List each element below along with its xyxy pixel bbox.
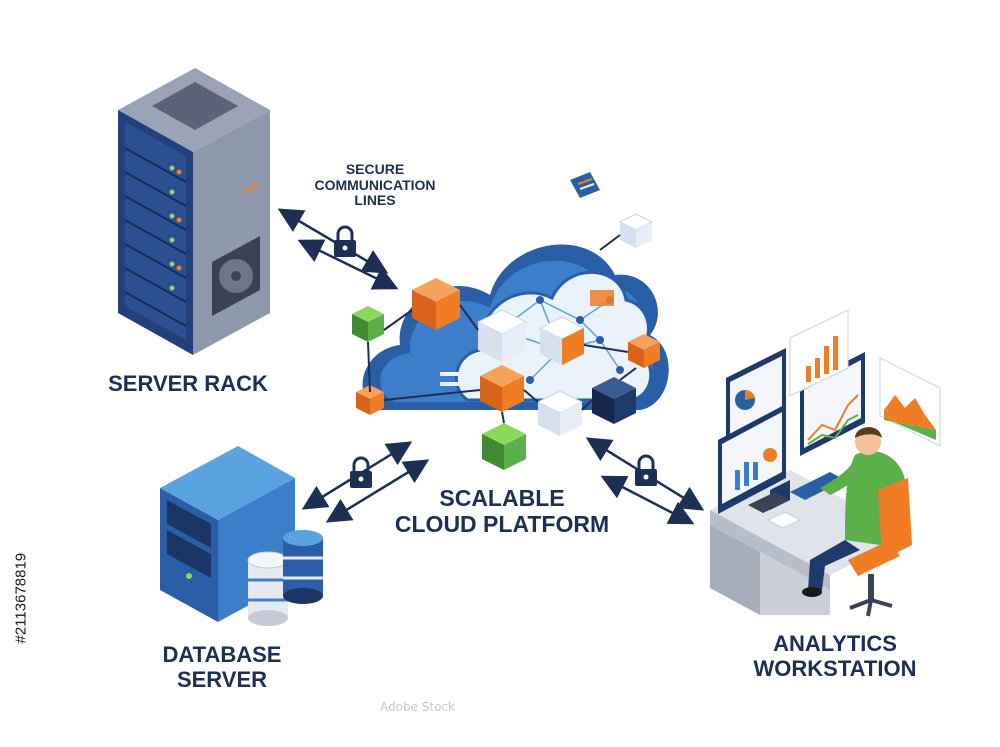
secure-connection-rack (277, 208, 399, 290)
cloud-platform-label-line: CLOUD PLATFORM (394, 510, 610, 537)
cube-green-bottom (482, 423, 526, 470)
analytics-workstation-label-line: ANALYTICS (773, 631, 897, 656)
server-rack-label: SERVER RACK (108, 371, 268, 396)
database-stack-icon (247, 530, 323, 626)
secure-lines-label-line: SECURE (345, 161, 405, 177)
cube-green-left (352, 306, 384, 342)
cube-white-center (476, 309, 528, 362)
lock-icon (635, 454, 657, 486)
lock-icon (350, 456, 372, 488)
cube-white-right (538, 316, 586, 365)
desk-icon (710, 470, 910, 615)
cube-white-top (618, 213, 654, 248)
watermark-text: Adobe Stock (380, 700, 455, 714)
database-server-label-line: SERVER (176, 666, 268, 692)
secure-lines-label: SECURE COMMUNICATION LINES (300, 161, 450, 209)
cube-white-bottom (536, 390, 584, 436)
database-server-label-line: DATABASE (162, 642, 282, 667)
cube-orange-center (480, 365, 524, 412)
server-rack-icon (118, 68, 270, 355)
document-icon-top (570, 172, 600, 198)
monitor-icon (718, 309, 941, 514)
cloud-platform-label: SCALABLE CLOUD PLATFORM (392, 485, 612, 538)
secure-lines-label-line: LINES (354, 192, 396, 209)
analytics-workstation-label-line: WORKSTATION (753, 655, 917, 681)
chair-icon (848, 478, 912, 617)
cloud-platform-label-line: SCALABLE (439, 485, 565, 511)
cube-navy-right (592, 377, 636, 424)
analytics-workstation-label: ANALYTICS WORKSTATION (720, 631, 950, 681)
secure-lines-label-line: COMMUNICATION (314, 176, 436, 193)
network-cubes (352, 172, 660, 470)
cube-orange-top (412, 278, 460, 330)
stock-id-text: #211367881​9 (12, 552, 30, 644)
lock-icon (334, 225, 356, 257)
database-server-label: DATABASE SERVER (132, 642, 312, 692)
cube-orange-right (628, 334, 660, 368)
